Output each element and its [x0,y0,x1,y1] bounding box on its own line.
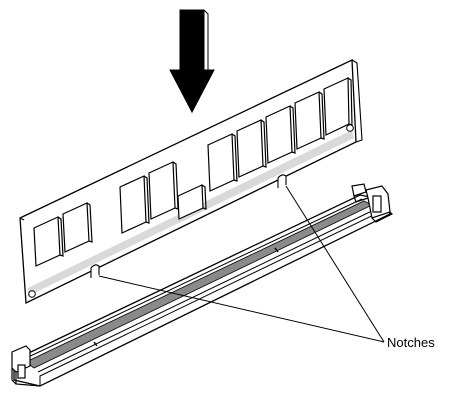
memory-module [19,58,363,305]
insertion-arrow-icon [169,9,215,114]
dimm-slot [11,183,394,387]
module-notch-left [90,264,100,278]
module-hole-left [28,290,36,298]
leader-line-left-notch [98,275,385,343]
callout-leaders [98,185,385,343]
module-notch-right [277,174,287,188]
right-latch [351,183,394,223]
left-latch [11,345,41,387]
slot-key [93,341,98,347]
leader-line-right-notch [285,185,385,343]
slot-key [274,247,279,253]
memory-chips [33,77,353,267]
callout-label-notches: Notches [387,335,435,350]
